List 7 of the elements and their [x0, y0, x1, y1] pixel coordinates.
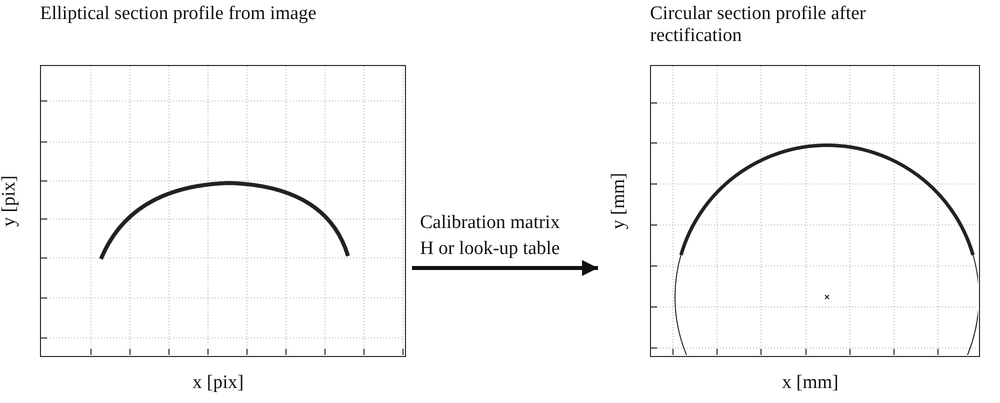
- plot-title: Elliptical section profile from image: [40, 3, 318, 25]
- axis-label: x [mm]: [782, 372, 838, 394]
- axis-label: y [pix]: [0, 175, 20, 227]
- arrow: [412, 260, 598, 276]
- axis-label: y [mm]: [608, 172, 630, 230]
- plot-title: Circular section profile after rectification: [650, 3, 867, 47]
- axis-label: x [pix]: [192, 372, 244, 394]
